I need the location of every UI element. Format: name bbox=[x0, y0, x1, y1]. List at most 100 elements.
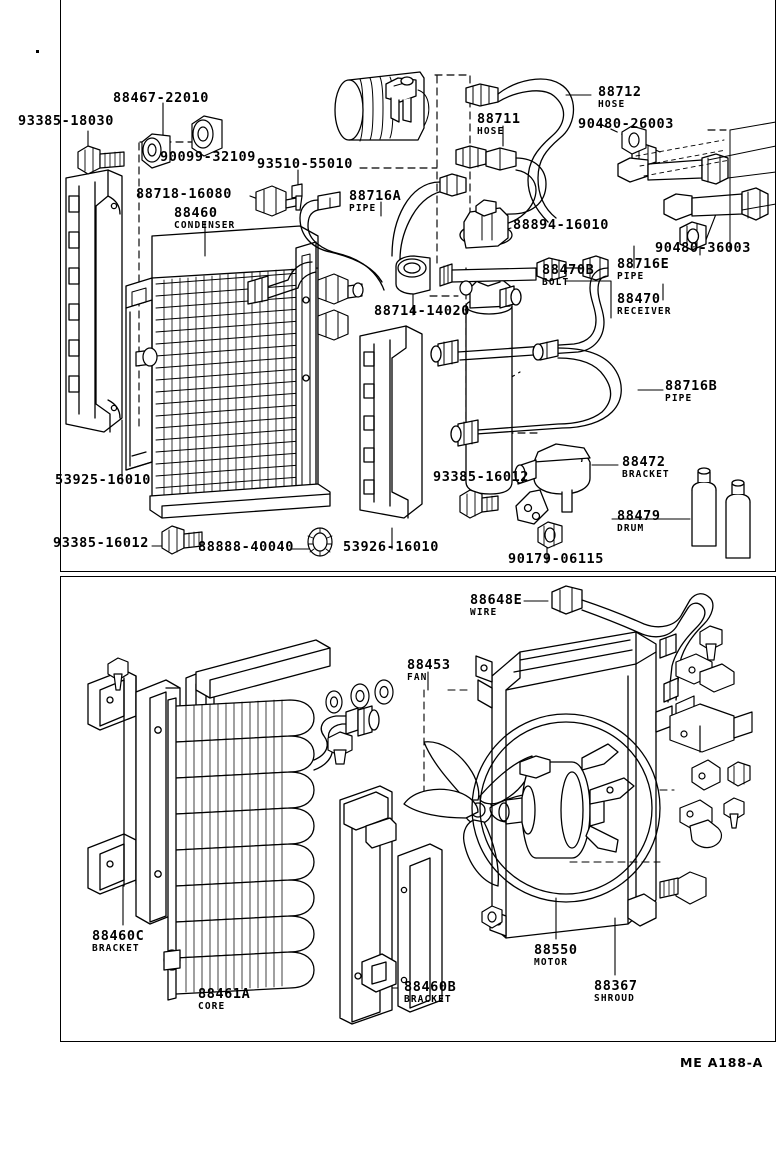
part-number: 88479 bbox=[617, 508, 661, 524]
fan-wire-88648E bbox=[551, 585, 714, 703]
part-caption: DRUM bbox=[617, 522, 645, 534]
radiator-side-support-right bbox=[359, 325, 423, 519]
lower-panel-border bbox=[60, 576, 776, 1042]
part-number: 88460 bbox=[174, 205, 218, 221]
shroud-hardware-cluster bbox=[481, 625, 753, 929]
grommet-88714 bbox=[395, 255, 431, 295]
part-caption: PIPE bbox=[617, 270, 645, 282]
part-caption: PIPE bbox=[665, 392, 693, 404]
label-90179-06115: 90179-06115 bbox=[508, 551, 605, 567]
refrigerant-drums-88479 bbox=[691, 467, 751, 559]
bracket-88460C bbox=[87, 669, 137, 895]
label-88472-bracket: 88472 BRACKET bbox=[622, 454, 670, 480]
part-caption: RECEIVER bbox=[617, 305, 672, 317]
label-88894-16010: 88894-16010 bbox=[513, 218, 609, 233]
label-88888-40040: 88888-40040 bbox=[198, 539, 295, 555]
label-53925-16010: 53925-16010 bbox=[55, 472, 152, 488]
part-number: 88460B bbox=[404, 979, 457, 995]
upper-panel-border bbox=[60, 0, 776, 572]
label-88479-drum: 88479 DRUM bbox=[617, 508, 661, 534]
label-88467-22010: 88467-22010 bbox=[113, 90, 210, 106]
label-88461A-core: 88461A CORE bbox=[198, 986, 251, 1012]
part-caption: BRACKET bbox=[622, 468, 670, 480]
label-93385-18030: 93385-18030 bbox=[18, 113, 115, 129]
label-88460-condenser: 88460 CONDENSER bbox=[174, 205, 236, 231]
part-number: 90099-32109 bbox=[160, 149, 257, 165]
fan-motor-88550 bbox=[498, 743, 635, 859]
part-number: 88718-16080 bbox=[136, 186, 233, 202]
condenser-assembly bbox=[125, 225, 331, 519]
part-caption: CONDENSER bbox=[174, 219, 236, 231]
part-number: 88648E bbox=[470, 592, 523, 608]
fan-washers bbox=[325, 679, 394, 714]
label-88716E-pipe: 88716E PIPE bbox=[617, 256, 670, 282]
label-88711-hose: 88711 HOSE bbox=[477, 111, 521, 137]
receiver-bracket-88472 bbox=[514, 443, 591, 525]
part-number: 88367 bbox=[594, 978, 638, 994]
label-90099-32109: 90099-32109 bbox=[160, 149, 257, 165]
part-number: 93385-16012 bbox=[433, 469, 530, 485]
part-caption: FAN bbox=[407, 671, 428, 683]
label-88453-fan: 88453 FAN bbox=[407, 657, 451, 683]
pressure-switch-88894 bbox=[459, 199, 513, 249]
part-number: 88461A bbox=[198, 986, 251, 1002]
part-number: 88716A bbox=[349, 188, 402, 204]
part-number: 53925-16010 bbox=[55, 472, 152, 488]
part-number: 90179-06115 bbox=[508, 551, 605, 567]
label-88718-16080: 88718-16080 bbox=[136, 186, 233, 202]
bracket-88460B bbox=[339, 785, 443, 1025]
label-90480-36003: 90480-36003 bbox=[655, 240, 752, 256]
fan-shroud-88367 bbox=[471, 631, 673, 939]
part-number: 88711 bbox=[477, 111, 521, 127]
part-number: 93510-55010 bbox=[257, 156, 354, 172]
part-number: 88470 bbox=[617, 291, 661, 307]
core-outlet-pipe bbox=[313, 705, 380, 771]
label-88716B-pipe: 88716B PIPE bbox=[665, 379, 717, 404]
diagram-code: ME A188-A bbox=[680, 1055, 764, 1070]
part-number: 88472 bbox=[622, 454, 666, 470]
label-88714-14020: 88714-14020 bbox=[374, 304, 470, 319]
label-88470B-bolt: 88470B BOLT bbox=[542, 262, 595, 288]
pipe-88716E bbox=[430, 267, 609, 367]
part-caption: CORE bbox=[198, 1000, 226, 1012]
label-93385-16012-right: 93385-16012 bbox=[433, 469, 530, 485]
part-number: 90480-36003 bbox=[655, 240, 752, 256]
pipe-88716A bbox=[247, 173, 467, 305]
label-88550-motor: 88550 MOTOR bbox=[534, 942, 578, 968]
label-93385-16012-left: 93385-16012 bbox=[53, 535, 150, 551]
part-number: 93385-18030 bbox=[18, 113, 115, 129]
part-number: 88470B bbox=[542, 262, 595, 278]
part-number: 88716E bbox=[617, 256, 670, 272]
part-number: 88453 bbox=[407, 657, 451, 673]
label-88460C-bracket: 88460C BRACKET bbox=[92, 928, 145, 953]
part-caption: SHROUD bbox=[594, 992, 635, 1004]
part-caption: BOLT bbox=[542, 276, 570, 288]
part-number: 93385-16012 bbox=[53, 535, 150, 551]
part-number: 88460C bbox=[92, 928, 145, 944]
core-top-plate bbox=[195, 639, 331, 699]
condenser-fittings bbox=[255, 185, 364, 341]
label-88712-hose: 88712 HOSE bbox=[598, 84, 642, 109]
part-number: 88467-22010 bbox=[113, 90, 210, 106]
pipe-88716B bbox=[450, 339, 622, 447]
part-caption: MOTOR bbox=[534, 956, 569, 968]
part-number: 88888-40040 bbox=[198, 539, 295, 555]
compressor-assembly bbox=[334, 71, 430, 142]
label-88716A-pipe: 88716A PIPE bbox=[349, 188, 402, 213]
pipe-cluster-right bbox=[617, 121, 776, 251]
part-number: 88712 bbox=[598, 84, 642, 100]
label-93510-55010: 93510-55010 bbox=[257, 156, 354, 172]
hardware-upper bbox=[77, 115, 647, 557]
receiver-bolt-88470B bbox=[439, 263, 537, 296]
label-90480-26003: 90480-26003 bbox=[578, 116, 675, 132]
part-number: 90480-26003 bbox=[578, 116, 675, 132]
radiator-side-support-left bbox=[65, 169, 123, 433]
part-number: 88550 bbox=[534, 942, 578, 958]
part-caption: HOSE bbox=[477, 125, 505, 137]
part-caption: BRACKET bbox=[404, 993, 452, 1005]
lower-left-screws bbox=[107, 657, 353, 765]
hose-88711 bbox=[455, 145, 609, 282]
